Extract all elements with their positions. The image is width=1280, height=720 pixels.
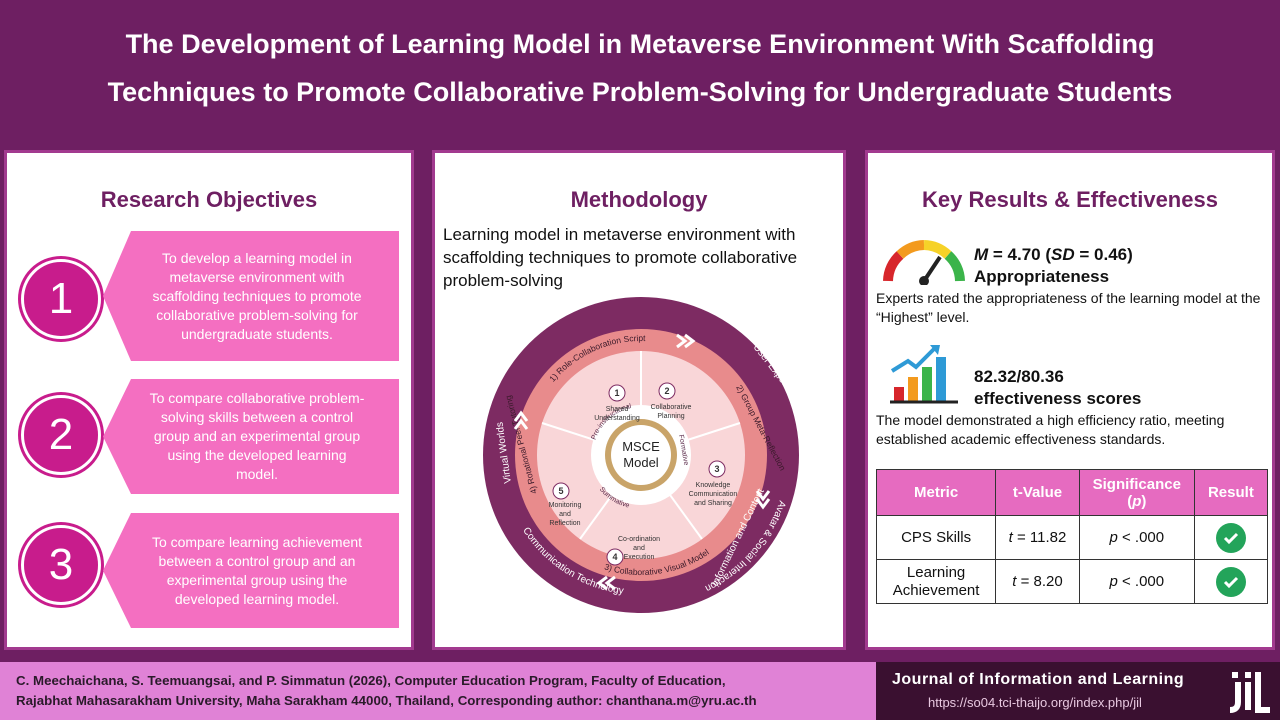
results-table: Metric t-Value Significance(p) Result CP…: [875, 469, 1269, 604]
objective-card-1: To develop a learning model in metaverse…: [103, 231, 399, 361]
objective-number-3: 3: [21, 525, 101, 605]
journal-name: Journal of Information and Learning: [892, 671, 1185, 688]
appropriateness-score: M = 4.70 (SD = 0.46): [974, 245, 1133, 264]
center-circle: [611, 425, 671, 485]
header-tvalue: t-Value: [995, 469, 1080, 516]
phase-3-line1: Knowledge: [696, 482, 731, 489]
citation-line-1: C. Meechaichana, S. Teemuangsai, and P. …: [16, 673, 726, 688]
jil-logo-icon: [1229, 672, 1270, 713]
methodology-title: Methodology: [570, 187, 708, 212]
bar-growth-icon: [890, 345, 958, 404]
row-2-pvalue: p < .000: [1078, 559, 1195, 604]
row-2-metric: Learning Achievement: [875, 559, 997, 604]
effectiveness-label: effectiveness scores: [974, 389, 1142, 408]
footer-citation: C. Meechaichana, S. Teemuangsai, and P. …: [0, 662, 876, 720]
objectives-panel: Research Objectives 1 To develop a learn…: [4, 150, 414, 650]
phase-2-line1: Collaborative: [651, 404, 692, 411]
header-metric: Metric: [875, 469, 997, 516]
center-label-2: Model: [623, 455, 659, 470]
citation-line-2: Rajabhat Mahasarakham University, Maha S…: [16, 693, 757, 708]
header-significance: Significance(p): [1078, 469, 1195, 516]
gauge-icon: [883, 240, 965, 285]
phase-5-line3: Reflection: [549, 520, 580, 527]
results-title: Key Results & Effectiveness: [922, 187, 1218, 212]
table-row: CPS Skills t = 11.82 p < .000: [875, 515, 1269, 560]
row-1-tvalue: t = 11.82: [995, 515, 1080, 560]
effectiveness-score: 82.32/80.36: [974, 367, 1064, 386]
objectives-title: Research Objectives: [100, 187, 318, 212]
title-line-2: Techniques to Promote Collaborative Prob…: [107, 77, 1173, 107]
phase-1-line1: Shared: [606, 406, 629, 413]
center-label-1: MSCE: [622, 439, 660, 454]
phase-1-line2: Understanding: [594, 415, 640, 422]
objective-number-1: 1: [21, 259, 101, 339]
check-icon: [1215, 522, 1246, 553]
title-line-1: The Development of Learning Model in Met…: [125, 29, 1155, 59]
check-icon: [1215, 566, 1246, 597]
header-result: Result: [1193, 469, 1269, 516]
row-1-pvalue: p < .000: [1078, 515, 1195, 560]
objective-card-3: To compare learning achievement between …: [103, 513, 399, 628]
page-header: The Development of Learning Model in Met…: [0, 0, 1280, 136]
phase-4-line3: Execution: [624, 554, 655, 561]
phase-num-3: 3: [714, 464, 719, 474]
table-row: Learning Achievement t = 8.20 p < .000: [875, 559, 1269, 604]
chevron-icons: [513, 333, 771, 591]
phase-num-1: 1: [614, 388, 619, 398]
phase-5-line1: Monitoring: [549, 502, 582, 509]
msce-model-diagram: MSCE Model Pre-instructional Formative S…: [483, 297, 801, 613]
footer-journal: Journal of Information and Learning http…: [876, 662, 1280, 720]
table-header-row: Metric t-Value Significance(p) Result: [875, 469, 1269, 516]
row-1-metric: CPS Skills: [875, 515, 997, 560]
row-1-result: [1193, 515, 1269, 560]
phase-5-line2: and: [559, 511, 571, 518]
phase-4-line2: and: [633, 545, 645, 552]
objective-text-1: To develop a learning model in metaverse…: [152, 249, 362, 342]
appropriateness-label: Appropriateness: [974, 267, 1110, 286]
phase-3-line3: and Sharing: [694, 500, 732, 507]
objective-number-2: 2: [21, 395, 101, 475]
objective-text-3: To compare learning achievement between …: [151, 533, 363, 607]
objective-text-2: To compare collaborative problem-solving…: [149, 390, 365, 482]
phase-3-line2: Communication: [689, 491, 738, 498]
phase-4-line1: Co-ordination: [618, 536, 660, 543]
objective-card-2: To compare collaborative problem-solving…: [103, 379, 399, 494]
phase-2-line2: Planning: [657, 413, 684, 420]
phase-num-2: 2: [664, 386, 669, 396]
effectiveness-desc: The model demonstrated a high efficiency…: [876, 412, 1225, 447]
phase-num-5: 5: [558, 486, 563, 496]
phase-num-4: 4: [612, 552, 617, 562]
methodology-description: Learning model in metaverse environment …: [443, 225, 798, 290]
results-panel: Key Results & Effectiveness M = 4.70 (SD…: [865, 150, 1275, 650]
row-2-tvalue: t = 8.20: [995, 559, 1080, 604]
appropriateness-desc: Experts rated the appropriateness of the…: [876, 290, 1261, 325]
row-2-result: [1193, 559, 1269, 604]
methodology-panel: Methodology Learning model in metaverse …: [432, 150, 846, 650]
journal-url[interactable]: https://so04.tci-thaijo.org/index.php/ji…: [928, 695, 1142, 710]
